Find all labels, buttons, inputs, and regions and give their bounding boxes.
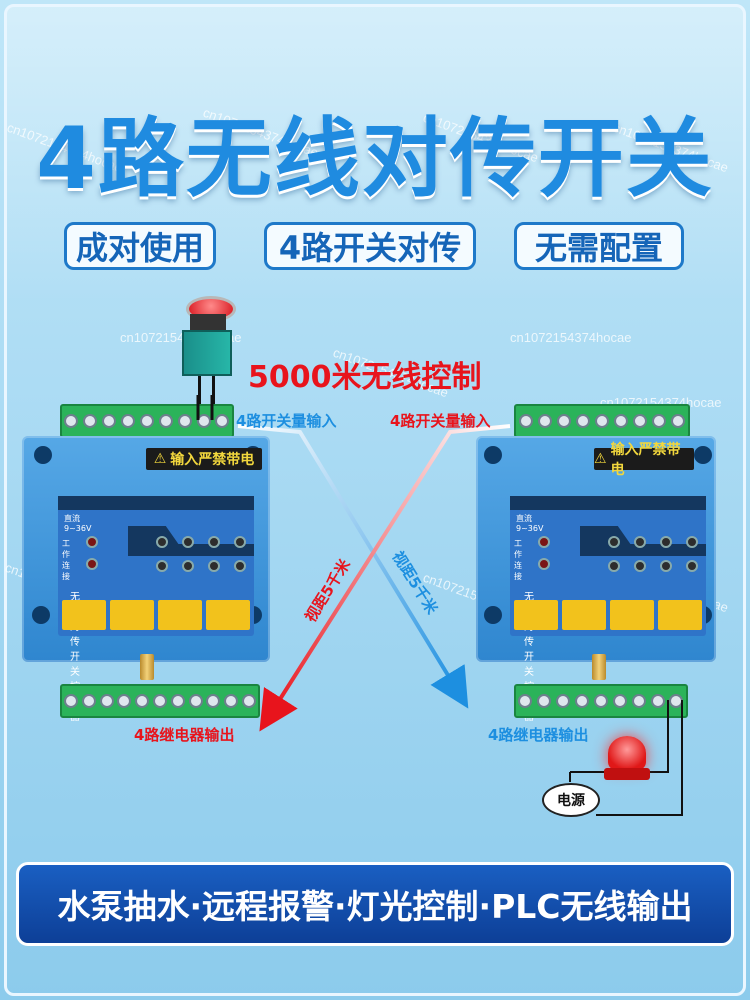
- bottom-banner: 水泵抽水·远程报警·灯光控制·PLC无线输出: [16, 862, 734, 946]
- badge-4ch-transfer: 4路开关对传: [264, 222, 476, 270]
- link-led: [538, 558, 550, 570]
- output-led: [634, 560, 646, 572]
- power-label: 电源: [557, 793, 585, 809]
- left-output-label: 4路继电器输出: [134, 726, 235, 744]
- right-relay-labels: [514, 600, 702, 630]
- right-output-terminal: [514, 684, 688, 718]
- warning-icon: ⚠: [594, 451, 607, 467]
- badge-paired: 成对使用: [64, 222, 216, 270]
- antenna-icon: [140, 654, 154, 680]
- right-input-terminal: [514, 404, 690, 438]
- input-led: [608, 536, 620, 548]
- input-led: [182, 536, 194, 548]
- right-input-label: 4路开关量输入: [390, 412, 491, 430]
- mount-hole: [34, 446, 52, 464]
- left-output-terminal: [60, 684, 260, 718]
- work-led: [538, 536, 550, 548]
- output-led: [234, 560, 246, 572]
- output-led: [608, 560, 620, 572]
- antenna-icon: [592, 654, 606, 680]
- badge-no-config: 无需配置: [514, 222, 684, 270]
- right-warning-label: ⚠输入严禁带电: [594, 442, 694, 478]
- watermark: cn1072154374hocae: [510, 330, 632, 345]
- power-source: 电源: [542, 783, 600, 817]
- work-label: 工作: [514, 539, 522, 559]
- output-led: [686, 560, 698, 572]
- push-button-icon: [180, 296, 238, 416]
- alarm-lamp-icon: [604, 736, 650, 782]
- left-input-terminal: [60, 404, 234, 438]
- panel-band: [510, 496, 706, 510]
- input-led: [234, 536, 246, 548]
- input-led: [208, 536, 220, 548]
- left-input-label: 4路开关量输入: [236, 412, 337, 430]
- range-label: 5000米无线控制: [248, 360, 482, 395]
- link-led: [86, 558, 98, 570]
- input-led: [660, 536, 672, 548]
- input-led: [156, 536, 168, 548]
- output-led: [660, 560, 672, 572]
- input-led: [634, 536, 646, 548]
- mount-hole: [484, 606, 502, 624]
- input-led: [686, 536, 698, 548]
- mount-hole: [484, 446, 502, 464]
- output-led: [182, 560, 194, 572]
- voltage-label: 直流9~36V: [516, 514, 544, 533]
- work-label: 工作: [62, 539, 70, 559]
- output-led: [156, 560, 168, 572]
- left-relay-labels: [62, 600, 250, 630]
- left-warning-label: ⚠输入严禁带电: [146, 448, 262, 470]
- page-title: 4路无线对传开关: [36, 109, 714, 209]
- right-output-label: 4路继电器输出: [488, 726, 589, 744]
- link-label: 连接: [62, 561, 70, 581]
- voltage-label: 直流9~36V: [64, 514, 92, 533]
- link-label: 连接: [514, 561, 522, 581]
- mount-hole: [694, 446, 712, 464]
- work-led: [86, 536, 98, 548]
- output-led: [208, 560, 220, 572]
- warning-icon: ⚠: [153, 451, 167, 467]
- mount-hole: [32, 606, 50, 624]
- panel-band: [58, 496, 254, 510]
